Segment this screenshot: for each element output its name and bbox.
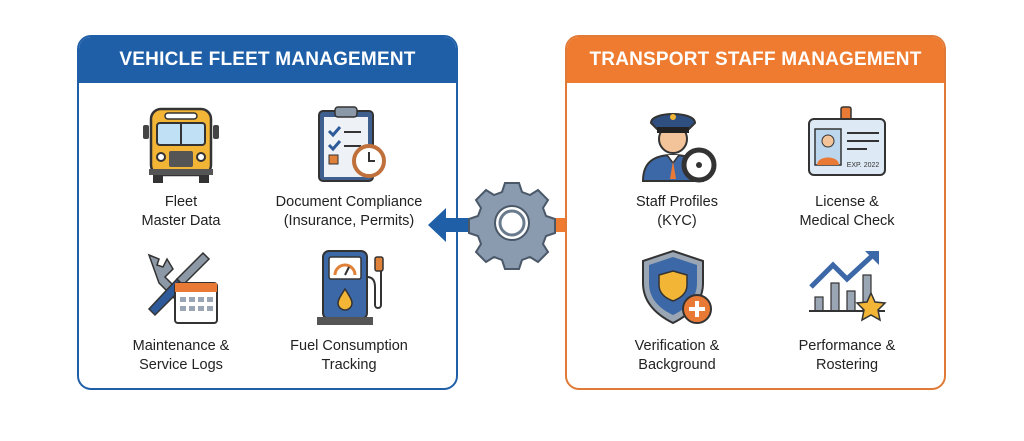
school-bus-icon [143,107,219,183]
driver-icon [641,113,717,183]
item-label: Document Compliance(Insurance, Permits) [275,194,423,229]
shield-badge-icon [642,249,712,325]
panel-title: TRANSPORT STAFF MANAGEMENT [567,37,944,83]
item-label: Performance &Rostering [798,338,896,373]
item-label: License &Medical Check [799,194,895,229]
verification-item: Verification &Background [587,247,767,375]
id-card-icon: EXP. 2022 [808,106,886,176]
tools-calendar-icon [147,251,218,324]
clipboard-clock-icon [318,106,386,182]
item-label: Staff Profiles(KYC) [636,194,718,229]
performance-item: Performance &Rostering [757,247,937,375]
document-compliance-item: Document Compliance(Insurance, Permits) [259,103,439,231]
license-medical-item: EXP. 2022 License &Medical Check [757,103,937,231]
panel-title: VEHICLE FLEET MANAGEMENT [79,37,456,83]
fuel-pump-icon [317,250,384,325]
transport-staff-panel: TRANSPORT STAFF MANAGEMENT Staff Profile… [565,35,946,390]
item-label: Maintenance &Service Logs [132,338,230,373]
staff-profiles-item: Staff Profiles(KYC) [587,103,767,231]
gear-icon [468,182,556,270]
item-label: Verification &Background [634,338,720,373]
card-expiry-text: EXP. 2022 [847,162,880,169]
maintenance-item: Maintenance &Service Logs [91,247,271,375]
growth-chart-star-icon [809,251,887,322]
